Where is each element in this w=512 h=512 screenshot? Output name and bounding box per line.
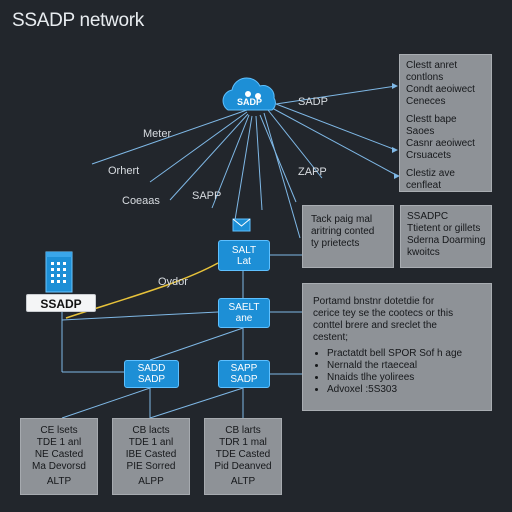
label-oydor: Oydor [158, 276, 188, 288]
bottom-card[interactable]: CE lsets TDE 1 anl NE Casted Ma Devorsd … [20, 418, 98, 495]
panel-row: Saoes [406, 126, 435, 137]
card-link [149, 387, 244, 419]
cloud-side-label: SADP [298, 96, 328, 108]
node-line: SAPP [230, 363, 258, 374]
notes-bullets: Practatdt bell SPOR Sof h age Nernald th… [313, 348, 481, 396]
card-footer: ALPP [138, 476, 164, 487]
panel-row: kwoitcs [407, 247, 440, 258]
notes-bullet: Practatdt bell SPOR Sof h age [327, 348, 481, 360]
notes-line: conttel brere and sreclet the [313, 320, 437, 331]
card-line: TDE 1 anl [36, 437, 82, 448]
ray-line [267, 109, 323, 179]
ray-line [91, 109, 248, 165]
panel-row: Clestt bape [406, 114, 457, 125]
panel-mid-left: Tack paig mal aritring conted ty prietec… [302, 205, 394, 268]
card-line: TDE Casted [215, 449, 271, 460]
card-line: NE Casted [34, 449, 84, 460]
panel-row: Condt aeoiwect [406, 84, 475, 95]
node-line: SADP [137, 374, 166, 385]
notes-bullet: Nernald the rtaeceal [327, 360, 481, 372]
card-link [61, 387, 151, 419]
ray-line [149, 111, 248, 183]
node-line: SADP [230, 374, 258, 385]
ray-line [169, 113, 249, 201]
panel-row: cenfleat [406, 180, 442, 191]
label-meter: Meter [143, 128, 172, 140]
bottom-card[interactable]: CB lacts TDE 1 anl IBE Casted PIE Sorred… [112, 418, 190, 495]
notes-bullet: Nnaids tlhe yolirees [327, 372, 481, 384]
mail-icon [232, 218, 251, 232]
label-zapp: ZAPP [298, 166, 327, 178]
panel-row: Sderna Doarming [407, 235, 486, 246]
panel-row: Crsuacets [406, 150, 452, 161]
node-line: Lat [237, 255, 251, 267]
notes-panel: Portamd bnstnr dotetdie for cerice tey s… [302, 283, 492, 411]
notes-line: cestent; [313, 332, 349, 343]
label-sapp: SAPP [192, 190, 222, 202]
node-line: SALT [231, 244, 257, 256]
trunk-line [149, 327, 244, 361]
ray-line [259, 114, 297, 203]
cloud-icon [222, 77, 276, 111]
card-line: Pid Deanved [214, 461, 272, 472]
card-line: PIE Sorred [126, 461, 176, 472]
ray-line [255, 115, 263, 211]
panel-mid-right: SSADPC Ttietent or gillets Sderna Doarmi… [400, 205, 492, 268]
notes-bullet: Advoxel :5S303 [327, 384, 481, 396]
right-panel-top: Clestt anret contlons Condt aeoiwect Cen… [399, 54, 492, 192]
panel-row: Ceneces [406, 96, 446, 107]
ray-line [234, 115, 253, 221]
panel-row: Clestiz ave [406, 168, 455, 179]
server-label[interactable]: SSADP [26, 294, 96, 312]
ray-line [263, 112, 301, 239]
cloud-label: SADP [237, 97, 263, 107]
label-orhert: Orhert [108, 165, 140, 177]
node-sadd[interactable]: SADD SADP [124, 360, 179, 388]
panel-row: Clestt anret [406, 60, 458, 71]
node-line: ane [235, 313, 253, 324]
label-coeaas: Coeaas [122, 195, 160, 207]
card-footer: ALTP [46, 476, 72, 487]
card-line: IBE Casted [125, 449, 177, 460]
panel-row: Ttietent or gillets [407, 223, 481, 234]
node-salt[interactable]: SALT Lat [218, 240, 270, 271]
panel-row: SSADPC [407, 211, 449, 222]
server-icon [45, 251, 73, 293]
card-line: CE lsets [40, 425, 78, 436]
card-footer: ALTP [230, 476, 256, 487]
node-line: SADD [137, 363, 166, 374]
notes-line: cerice tey se the cootecs or this [313, 308, 454, 319]
node-sapp[interactable]: SAPP SADP [218, 360, 270, 388]
card-line: TDR 1 mal [219, 437, 267, 448]
card-line: CB larts [225, 425, 261, 436]
ray-line [211, 114, 250, 209]
panel-row: Tack paig mal [311, 214, 373, 225]
card-line: TDE 1 anl [128, 437, 174, 448]
card-line: CB lacts [132, 425, 170, 436]
card-line: Ma Devorsd [32, 461, 86, 472]
panel-row: ty prietects [311, 238, 360, 249]
panel-row: contlons [406, 72, 444, 83]
node-line: SAELT [228, 302, 260, 313]
panel-row: Casnr aeoiwect [406, 138, 475, 149]
node-saelt[interactable]: SAELT ane [218, 298, 270, 328]
panel-row: aritring conted [311, 226, 375, 237]
arrow-head [392, 147, 398, 153]
arrow-head [392, 83, 398, 89]
ray-line [275, 85, 397, 105]
notes-line: Portamd bnstnr dotetdie for [313, 296, 435, 307]
ray-line [271, 107, 399, 177]
bottom-card[interactable]: CB larts TDR 1 mal TDE Casted Pid Deanve… [204, 418, 282, 495]
server-link [61, 311, 219, 321]
ray-line [275, 103, 397, 151]
diagram-title: SSADP network [12, 10, 144, 31]
arrow-head [394, 173, 400, 179]
